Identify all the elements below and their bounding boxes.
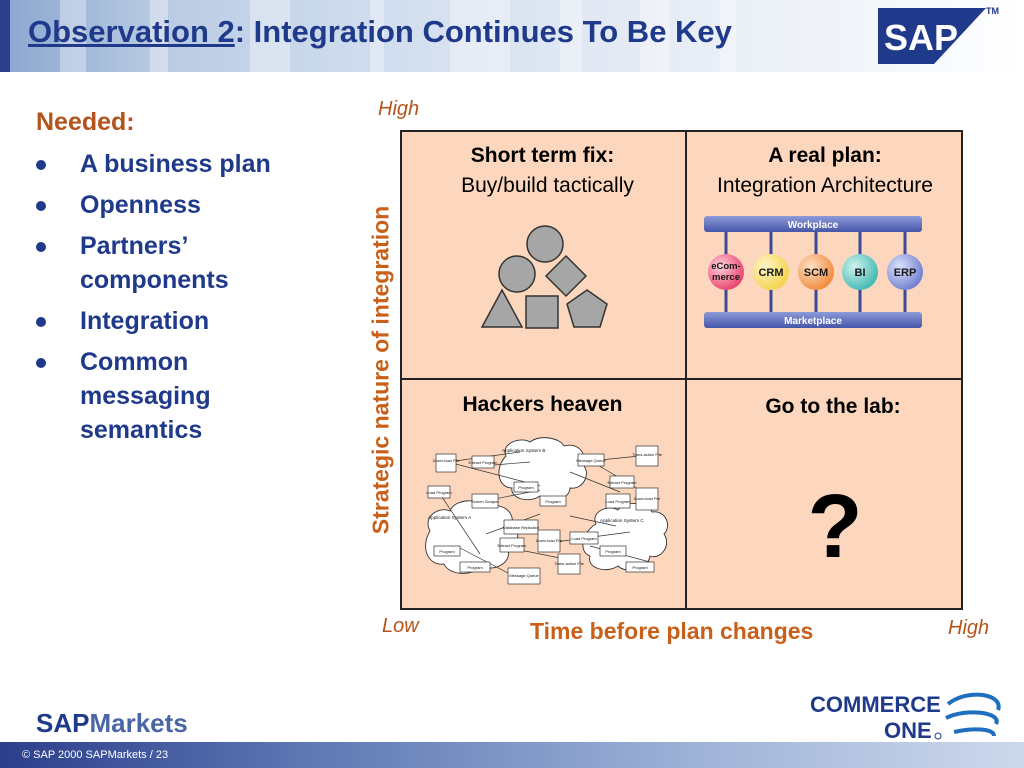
y-axis-label: Strategic nature of integration <box>367 205 394 535</box>
component-label: SCM <box>804 267 828 279</box>
diagram-label-screen-scraper: Screen Scraper <box>471 499 499 504</box>
x-axis-low-label: Low <box>382 615 419 637</box>
slide-title: Observation 2: Integration Continues To … <box>28 14 732 50</box>
diagram-label-download: Down-load File <box>433 458 460 463</box>
diagram-label-program: Program <box>439 549 455 554</box>
trademark: TM <box>986 6 999 16</box>
integration-architecture-diagram: Workplace Marketplace eCom- merce CRM SC… <box>704 216 923 328</box>
circle-shape <box>498 255 536 293</box>
bullet-text: Common messaging semantics <box>80 348 211 444</box>
footer-copyright: © SAP 2000 SAPMarkets / 23 <box>22 749 169 761</box>
component-bi <box>842 254 878 290</box>
diagram-label-app-b: Application System B <box>502 448 545 453</box>
needed-heading: Needed: <box>36 108 135 136</box>
sapmarkets-logo: SAPMarkets <box>36 708 188 739</box>
diagram-label-load: Load Program <box>605 499 631 504</box>
commerce-one-line1: COMMERCE <box>810 692 941 717</box>
point-to-point-integration-diagram: Application System B Application System … <box>425 437 668 585</box>
sapmarkets-logo-markets: Markets <box>89 708 188 738</box>
footer-bar <box>0 742 1024 768</box>
bullet-dot <box>36 242 46 252</box>
component-erp <box>887 254 923 290</box>
bullet-text: Integration <box>80 307 210 335</box>
diagram-label-app-c: Application System C <box>600 518 644 523</box>
diagram-boxes <box>427 445 659 585</box>
diagram-label-extract: Extract Program <box>498 543 528 548</box>
header-accent-bar <box>0 0 10 72</box>
diagram-label-program: Program <box>467 565 483 570</box>
sap-logo-text: SAP <box>884 17 958 58</box>
x-axis-high-label: High <box>948 617 990 639</box>
diagram-label-program: Program <box>605 549 621 554</box>
bullet-text: Openness <box>80 191 201 219</box>
diagram-label-extract: Extract Program <box>608 480 638 485</box>
sap-logo: SAP <box>878 8 986 64</box>
diagram-label-message-queue: Message Queue <box>576 458 606 463</box>
quadrant-top-right-subtitle: Integration Architecture <box>717 174 933 197</box>
component-label: merce <box>712 272 740 283</box>
sapmarkets-logo-sap: SAP <box>36 708 90 738</box>
bullet-dot <box>36 160 46 170</box>
diagram-label-program: Program <box>518 485 534 490</box>
diagram-label-load: Load Program <box>426 490 452 495</box>
component-label: CRM <box>758 267 783 279</box>
marketplace-bus <box>704 312 922 328</box>
diagram-label-transaction: Trans-action File <box>554 561 584 566</box>
bullet-dot <box>36 358 46 368</box>
bullet-dot <box>36 317 46 327</box>
diagram-label-download: Down-load File <box>634 496 661 501</box>
diagram-label-load: Load Program <box>571 536 597 541</box>
component-label: ERP <box>894 267 917 279</box>
component-scm <box>798 254 834 290</box>
header-band <box>0 0 1024 72</box>
slide-title-rest: : Integration Continues To Be Key <box>234 14 732 49</box>
slide-title-underlined: Observation 2 <box>28 14 235 49</box>
globe-swirl-icon <box>945 692 1001 737</box>
diagram-label-transaction: Trans-action File <box>632 452 662 457</box>
triangle-shape <box>480 288 524 328</box>
diagram-label-program: Program <box>545 499 561 504</box>
question-mark: ? <box>807 477 863 577</box>
circle-shape <box>526 225 564 263</box>
commerce-one-line2: ONE <box>884 718 932 743</box>
component-ecommerce <box>708 254 744 290</box>
bullet-text: Partners’ components <box>80 232 229 294</box>
component-label: BI <box>855 267 866 279</box>
workplace-bus-label: Workplace <box>788 220 839 231</box>
matrix-horizontal-divider <box>400 378 963 380</box>
quadrant-top-left-title: Short term fix: <box>470 144 615 167</box>
diagram-label-app-a: Application System A <box>428 515 472 520</box>
component-crm <box>753 254 789 290</box>
square-shape <box>525 295 559 329</box>
workplace-bus <box>704 216 922 232</box>
y-axis-high-label: High <box>378 98 420 120</box>
quadrant-bottom-left-title: Hackers heaven <box>462 393 623 416</box>
quadrant-top-right-title: A real plan: <box>768 144 882 167</box>
diamond-shape <box>544 254 588 298</box>
bullet-text: A business plan <box>80 150 271 178</box>
matrix-vertical-divider <box>685 130 687 610</box>
diagram-label-extract: Extract Program <box>469 460 499 465</box>
diagram-label-database-replicator: Database Replicator <box>503 525 540 530</box>
diagram-label-program: Program <box>632 565 648 570</box>
commerce-one-logo: COMMERCE ONE <box>810 692 1001 743</box>
pentagon-shape <box>566 289 608 328</box>
quadrant-top-left-subtitle: Buy/build tactically <box>461 174 634 197</box>
shapes-illustration <box>480 225 608 329</box>
marketplace-bus-label: Marketplace <box>784 316 842 327</box>
diagram-label-download: Down-load File <box>536 538 563 543</box>
bullet-dot <box>36 201 46 211</box>
x-axis-label: Time before plan changes <box>530 618 814 644</box>
component-label: eCom- <box>711 261 741 272</box>
registered-mark-icon <box>934 732 942 740</box>
diagram-label-message-queue: Message Queue <box>509 573 539 578</box>
quadrant-bottom-right-title: Go to the lab: <box>765 395 901 418</box>
